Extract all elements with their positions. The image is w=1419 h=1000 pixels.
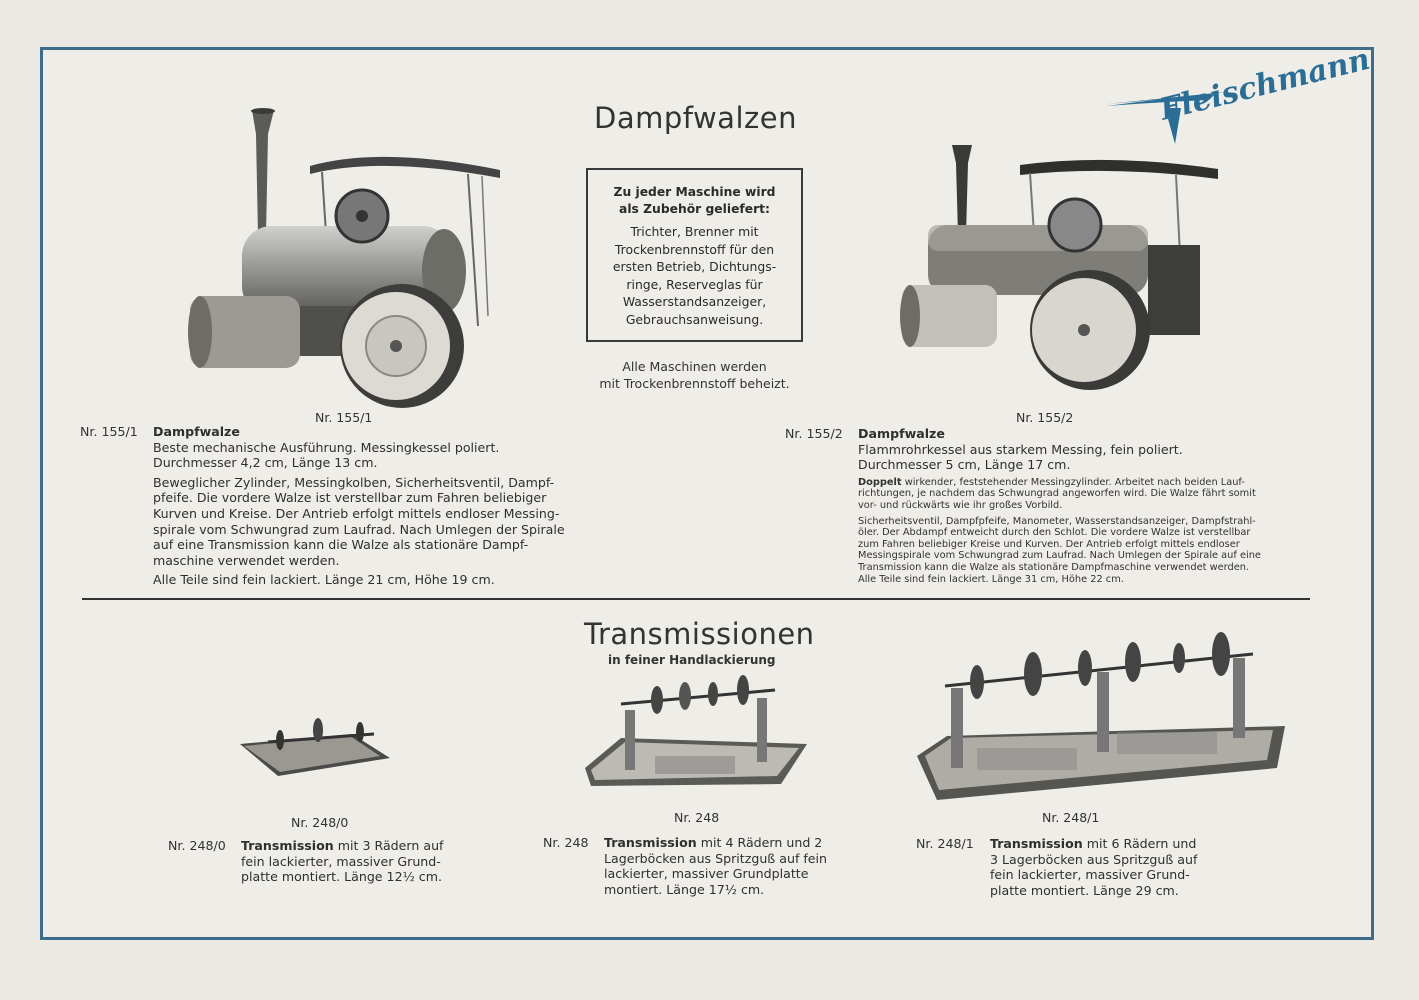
desc-line: auf eine Transmission kann die Walze als… — [153, 537, 529, 553]
desc-line: Alle Teile sind fein lackiert. Länge 31 … — [858, 573, 1124, 585]
desc-line: Transmission kann die Walze als stationä… — [858, 561, 1250, 573]
transmission-248-illustration — [585, 675, 807, 786]
desc-line: Durchmesser 5 cm, Länge 17 cm. — [858, 457, 1071, 473]
item-number-155-2: Nr. 155/2 — [785, 426, 843, 441]
steam-roller-155-1-illustration — [188, 108, 500, 408]
box-line: ringe, Reserveglas für — [626, 276, 763, 292]
box-line: Wasserstandsanzeiger, — [622, 294, 767, 310]
desc-line: spirale vom Schwungrad zum Laufrad. Nach… — [153, 521, 565, 537]
box-heading-line: als Zubehör geliefert: — [619, 202, 770, 216]
desc-line: öler. Der Abdampf entweicht durch den Sc… — [858, 527, 1251, 539]
desc-line: zum Fahren beliebiger Kreise und Kurven.… — [858, 538, 1240, 550]
desc-line: Lagerböcken aus Spritzguß auf fein — [604, 850, 828, 866]
desc-line: Doppelt wirkender, feststehender Messing… — [858, 477, 1313, 489]
description-155-1: Dampfwalze Beste mechanische Ausführung.… — [153, 424, 608, 588]
desc-line: Transmission mit 6 Rädern und — [990, 836, 1230, 852]
desc-line: Beste mechanische Ausführung. Messingkes… — [153, 439, 500, 455]
desc-line: platte montiert. Länge 29 cm. — [990, 882, 1179, 898]
fuel-note: Alle Maschinen werden mit Trockenbrennst… — [586, 358, 803, 392]
transmission-248-1-illustration — [917, 632, 1285, 800]
desc-span: wirkender, feststehender Messingzylinder… — [901, 476, 1245, 488]
caption-155-1: Nr. 155/1 — [315, 410, 373, 425]
desc-line: platte montiert. Länge 12½ cm. — [241, 869, 442, 885]
steam-roller-155-2-illustration — [900, 145, 1218, 390]
box-line: Gebrauchsanweisung. — [625, 311, 764, 327]
description-248: Transmission mit 4 Rädern und 2 Lagerböc… — [604, 835, 854, 897]
desc-line: Transmission mit 4 Rädern und 2 — [604, 835, 854, 851]
desc-line: Sicherheitsventil, Dampfpfeife, Manomete… — [858, 515, 1256, 527]
box-line: Trockenbrennstoff für den — [614, 241, 775, 257]
item-name: Dampfwalze — [858, 426, 945, 441]
description-248-0: Transmission mit 3 Rädern auf fein lacki… — [241, 838, 481, 885]
desc-line: 3 Lagerböcken aus Spritzguß auf — [990, 851, 1198, 867]
section-title-dampfwalzen: Dampfwalzen — [594, 101, 797, 135]
desc-bold: Doppelt — [858, 476, 902, 488]
caption-248: Nr. 248 — [674, 810, 720, 825]
box-line: Trichter, Brenner mit — [630, 224, 759, 239]
desc-line: Transmission mit 3 Rädern auf — [241, 838, 481, 854]
fleischmann-logo: Fleischmann — [1107, 42, 1374, 144]
desc-span: mit 4 Rädern und 2 — [696, 835, 823, 850]
item-name: Dampfwalze — [153, 424, 240, 439]
accessories-box: Zu jeder Maschine wird als Zubehör gelief… — [586, 168, 803, 342]
desc-span: mit 3 Rädern auf — [333, 838, 444, 853]
desc-line: Beweglicher Zylinder, Messingkolben, Sic… — [153, 474, 555, 490]
desc-line: montiert. Länge 17½ cm. — [604, 881, 765, 897]
desc-line: Alle Teile sind fein lackiert. Länge 21 … — [153, 572, 495, 588]
transmission-248-0-illustration — [240, 718, 390, 776]
section-divider — [82, 598, 1310, 600]
item-name: Transmission — [990, 836, 1083, 851]
desc-line: Messingspirale vom Schwungrad zum Laufra… — [858, 550, 1261, 562]
desc-span: mit 6 Rädern und — [1082, 836, 1197, 851]
section-subtitle: in feiner Handlackierung — [608, 653, 776, 667]
caption-155-2: Nr. 155/2 — [1016, 410, 1074, 425]
box-line: ersten Betrieb, Dichtungs- — [612, 259, 777, 275]
item-name: Transmission — [604, 835, 697, 850]
item-name: Transmission — [241, 838, 334, 853]
desc-line: maschine verwendet werden. — [153, 552, 340, 568]
description-155-2: Dampfwalze Flammrohrkessel aus starkem M… — [858, 426, 1313, 585]
description-248-1: Transmission mit 6 Rädern und 3 Lagerböc… — [990, 836, 1230, 898]
section-title-transmissionen: Transmissionen — [584, 617, 815, 651]
item-number-248-1: Nr. 248/1 — [916, 836, 974, 851]
item-number-248-0: Nr. 248/0 — [168, 838, 226, 853]
desc-line: fein lackierter, massiver Grund- — [241, 853, 441, 869]
item-number-155-1: Nr. 155/1 — [80, 424, 138, 439]
desc-line: Durchmesser 4,2 cm, Länge 13 cm. — [153, 455, 378, 471]
item-number-248: Nr. 248 — [543, 835, 589, 850]
desc-line: Kurven und Kreise. Der Antrieb erfolgt m… — [153, 505, 560, 521]
desc-line: richtungen, je nachdem das Schwungrad an… — [858, 488, 1256, 500]
desc-line: pfeife. Die vordere Walze ist verstellba… — [153, 490, 547, 506]
caption-248-0: Nr. 248/0 — [291, 815, 349, 830]
box-heading-line: Zu jeder Maschine wird — [613, 185, 776, 199]
fuel-note-line: mit Trockenbrennstoff beheizt. — [599, 376, 790, 391]
desc-line: vor- und rückwärts wie ihr großes Vorbil… — [858, 499, 1063, 511]
fuel-note-line: Alle Maschinen werden — [622, 359, 767, 374]
desc-line: fein lackierter, massiver Grund- — [990, 867, 1190, 883]
caption-248-1: Nr. 248/1 — [1042, 810, 1100, 825]
desc-line: Flammrohrkessel aus starkem Messing, fei… — [858, 441, 1183, 457]
desc-line: lackierter, massiver Grundplatte — [604, 866, 809, 882]
